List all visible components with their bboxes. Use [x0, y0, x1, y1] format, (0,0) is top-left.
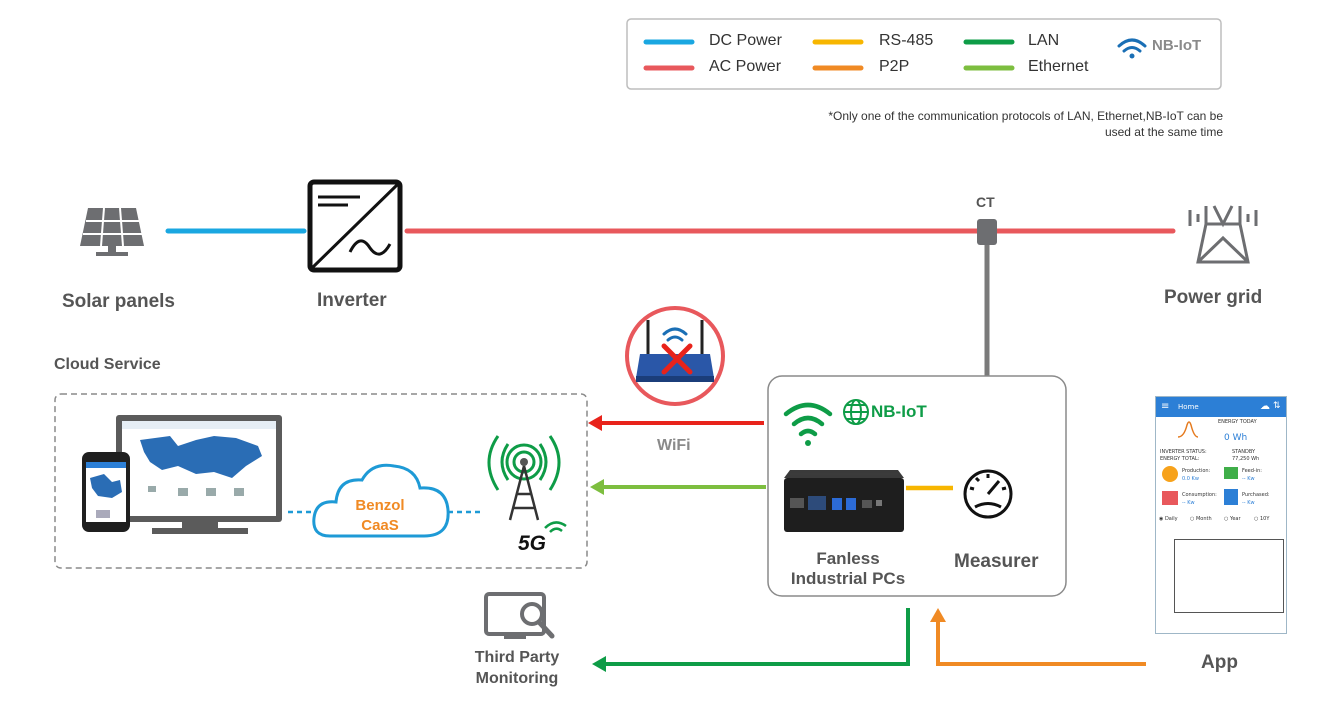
app-sun-curve-icon: [1177, 421, 1199, 438]
legend-label-lan: LAN: [1028, 32, 1060, 49]
legend-label-ac: AC Power: [709, 58, 782, 75]
fanless-ipc-label-line1: Fanless: [816, 549, 880, 568]
app-consumption-label: Consumption:: [1182, 492, 1217, 498]
legend-label-ethernet: Ethernet: [1028, 58, 1089, 75]
app-header-bar: ≡ Home ☁ ⇅: [1156, 397, 1286, 417]
fanless-ipc-label: Fanless Industrial PCs: [770, 549, 926, 589]
app-inverter-status-value: STANDBY: [1232, 449, 1256, 455]
app-production-label: Production:: [1182, 468, 1211, 474]
app-sync-icon: ⇅: [1273, 401, 1281, 411]
protocol-note-line2: used at the same time: [1104, 125, 1223, 139]
app-tab-daily[interactable]: ◉ Daily: [1159, 516, 1178, 522]
app-energy-today-label: ENERGY TODAY: [1218, 419, 1257, 425]
app-tab-10y[interactable]: ○ 10Y: [1254, 516, 1270, 522]
legend-label-p2p: P2P: [879, 58, 910, 75]
lan-arrowhead: [592, 656, 606, 672]
inverter-icon: [307, 179, 403, 273]
monitor-icon: [116, 415, 282, 534]
wifi-arrowhead: [588, 415, 602, 431]
app-cloud-icon: ☁: [1260, 401, 1270, 412]
phone-icon: [82, 452, 130, 532]
app-label: App: [1201, 652, 1238, 673]
app-inverter-status-label: INVERTER STATUS:: [1160, 449, 1207, 455]
app-feedin-value: -- Kw: [1242, 476, 1255, 482]
cloud-service-box: [54, 393, 588, 569]
5g-label: 5G: [518, 532, 547, 555]
app-energy-total-label: ENERGY TOTAL:: [1160, 456, 1200, 462]
legend-box: [626, 18, 1222, 90]
router-crossed-icon: [625, 306, 725, 406]
wifi-icon: [783, 402, 833, 446]
app-energy-total-value: 77,250 Wh: [1232, 456, 1260, 462]
fanless-ipc-label-line2: Industrial PCs: [790, 569, 906, 588]
ethernet-arrowhead: [590, 479, 604, 495]
app-tower-icon: [1224, 489, 1238, 505]
p2p-arrow: [936, 620, 1146, 666]
benzol-label-line1: Benzol: [355, 497, 405, 514]
ct-label: CT: [976, 194, 995, 210]
app-menu-icon: ≡: [1161, 401, 1170, 412]
power-grid-label: Power grid: [1164, 287, 1263, 308]
app-tab-month[interactable]: ○ Month: [1190, 516, 1212, 522]
cloud-service-label: Cloud Service: [54, 356, 161, 373]
protocol-note: *Only one of the communication protocols…: [700, 108, 1223, 140]
app-title: Home: [1178, 403, 1199, 411]
app-house-icon: [1162, 491, 1178, 505]
app-screenshot: ≡ Home ☁ ⇅ ENERGY TODAY 0 Wh INVERTER ST…: [1155, 396, 1287, 634]
legend-label-nbiot: NB-IoT: [1152, 37, 1202, 54]
app-consumption-value: -- Kw: [1182, 500, 1195, 506]
inverter-label: Inverter: [317, 290, 387, 311]
wifi-label: WiFi: [657, 437, 691, 454]
app-chart-area: [1174, 539, 1284, 613]
benzol-label-line2: CaaS: [361, 517, 399, 534]
third-party-monitor-icon: [484, 592, 555, 639]
protocol-note-line1: *Only one of the communication protocols…: [828, 109, 1223, 123]
nbiot-globe-icon: [843, 399, 869, 425]
app-feedin-label: Feed-in:: [1242, 468, 1262, 474]
third-party-label-line1: Third Party: [474, 649, 560, 666]
power-grid-icon: [1188, 205, 1258, 264]
legend-label-dc: DC Power: [709, 32, 782, 49]
app-purchased-value: -- Kw: [1242, 500, 1255, 506]
third-party-label-line2: Monitoring: [475, 670, 559, 687]
app-production-value: 0.0 Kw: [1182, 476, 1199, 482]
nbiot-label: NB-IoT: [871, 402, 927, 421]
app-sun-icon: [1162, 466, 1178, 482]
legend-label-rs485: RS-485: [879, 32, 934, 49]
app-tab-year[interactable]: ○ Year: [1224, 516, 1241, 522]
solar-panel-icon: [80, 207, 144, 256]
p2p-arrowhead: [930, 608, 946, 622]
legend-nbiot-wifi-icon: [1117, 38, 1147, 59]
app-feedin-icon: [1224, 467, 1238, 479]
app-energy-value: 0 Wh: [1224, 433, 1248, 443]
measurer-gauge-icon: [963, 469, 1013, 519]
lan-arrow: [604, 608, 910, 666]
solar-panels-label: Solar panels: [62, 291, 175, 312]
measurer-label: Measurer: [954, 551, 1039, 572]
5g-tower-icon: [487, 435, 567, 533]
app-purchased-label: Purchased:: [1242, 492, 1270, 498]
benzol-caas-label: Benzol CaaS: [338, 496, 422, 536]
fanless-pc-icon: [784, 470, 904, 532]
benzol-cloud-icon: [312, 463, 450, 538]
third-party-monitoring-label: Third Party Monitoring: [458, 647, 576, 689]
